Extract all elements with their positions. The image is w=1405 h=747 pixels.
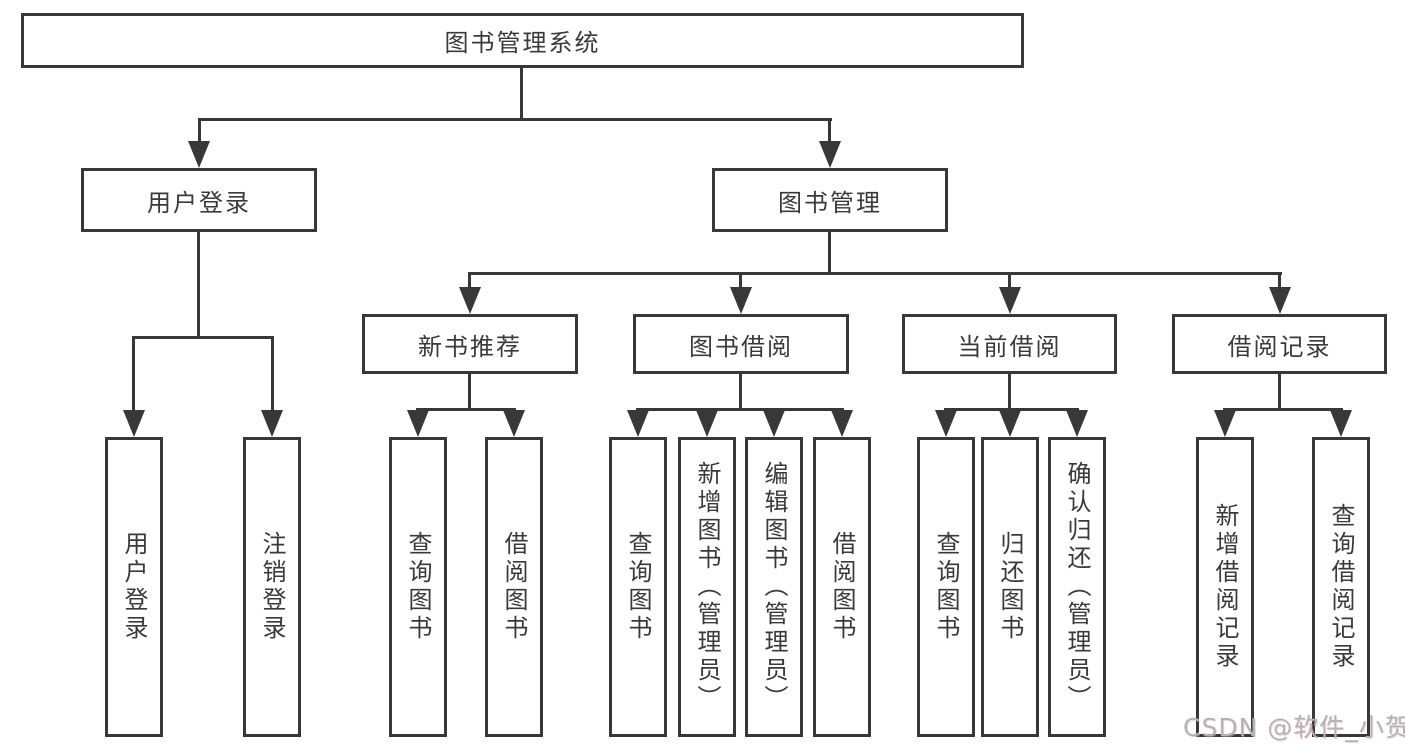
- connector-book-borrow-split: [636, 408, 844, 411]
- connector-borrow-records-split: [1223, 408, 1343, 411]
- leaf-borrow-add-books-admin-label: 新增图书（管理员）: [693, 461, 721, 713]
- arrowhead-book-borrow-leaf-1: [627, 410, 649, 437]
- connector-stub-new-book: [468, 272, 471, 290]
- leaf-user-login-label: 用户登录: [120, 531, 148, 643]
- leaf-records-query-record-label: 查询借阅记录: [1327, 503, 1355, 671]
- leaf-records-add-record-label: 新增借阅记录: [1211, 503, 1239, 671]
- leaf-borrow-query-books: 查询图书: [609, 437, 667, 737]
- connector-book-management-split: [468, 272, 1282, 275]
- arrowhead-user-login: [188, 141, 210, 168]
- leaf-borrow-edit-books-admin-label: 编辑图书（管理员）: [760, 461, 788, 713]
- arrowhead-current-borrow-leaf-2: [999, 410, 1021, 437]
- leaf-current-confirm-return-admin: 确认归还（管理员）: [1048, 437, 1106, 737]
- node-user-login-label: 用户登录: [147, 188, 251, 217]
- arrowhead-current-borrow: [999, 287, 1021, 314]
- leaf-logout-label: 注销登录: [258, 531, 286, 643]
- node-borrow-records-label: 借阅记录: [1227, 332, 1332, 361]
- leaf-current-return-books: 归还图书: [981, 437, 1039, 737]
- leaf-logout: 注销登录: [243, 437, 301, 737]
- leaf-current-return-books-label: 归还图书: [996, 531, 1024, 643]
- leaf-borrow-query-books-label: 查询图书: [624, 531, 652, 643]
- connector-new-book-trunk: [468, 374, 471, 410]
- leaf-borrow-borrow-books-label: 借阅图书: [828, 531, 856, 643]
- leaf-newbook-query-books: 查询图书: [389, 437, 447, 737]
- connector-stub-current-borrow: [1008, 272, 1011, 290]
- arrowhead-borrow-records-leaf-2: [1330, 410, 1352, 437]
- leaf-records-add-record: 新增借阅记录: [1196, 437, 1254, 737]
- arrowhead-current-borrow-leaf-1: [935, 410, 957, 437]
- arrowhead-book-borrow-leaf-2: [696, 410, 718, 437]
- connector-current-borrow-trunk: [1008, 374, 1011, 410]
- connector-stub-book-management: [828, 118, 831, 144]
- connector-root-trunk: [520, 68, 523, 118]
- node-book-borrow: 图书借阅: [633, 314, 849, 374]
- connector-root-split: [198, 118, 832, 121]
- node-book-management: 图书管理: [712, 168, 948, 232]
- connector-stub-login-leaf-1: [132, 336, 135, 414]
- node-root-label: 图书管理系统: [444, 29, 601, 57]
- node-book-borrow-label: 图书借阅: [689, 332, 793, 361]
- node-current-borrow-label: 当前借阅: [957, 332, 1062, 361]
- leaf-borrow-edit-books-admin: 编辑图书（管理员）: [745, 437, 803, 737]
- node-new-book-recommend: 新书推荐: [362, 314, 578, 374]
- leaf-user-login: 用户登录: [105, 437, 163, 737]
- node-borrow-records: 借阅记录: [1172, 314, 1387, 374]
- node-user-login: 用户登录: [81, 168, 317, 232]
- arrowhead-book-management: [819, 141, 841, 168]
- connector-stub-user-login: [198, 118, 201, 144]
- arrowhead-login-leaf-2: [261, 410, 283, 437]
- arrowhead-new-book-leaf-2: [503, 410, 525, 437]
- node-new-book-recommend-label: 新书推荐: [418, 332, 522, 361]
- leaf-newbook-borrow-books: 借阅图书: [485, 437, 543, 737]
- connector-user-login-trunk: [197, 232, 200, 338]
- node-current-borrow: 当前借阅: [902, 314, 1117, 374]
- arrowhead-borrow-records-leaf-1: [1214, 410, 1236, 437]
- arrowhead-book-borrow: [730, 287, 752, 314]
- connector-stub-borrow-records: [1278, 272, 1281, 290]
- node-root: 图书管理系统: [21, 13, 1024, 68]
- connector-current-borrow-split: [944, 408, 1079, 411]
- leaf-current-query-books-label: 查询图书: [932, 531, 960, 643]
- connector-borrow-records-trunk: [1278, 374, 1281, 410]
- arrowhead-book-borrow-leaf-4: [831, 410, 853, 437]
- leaf-records-query-record: 查询借阅记录: [1312, 437, 1370, 737]
- node-book-management-label: 图书管理: [778, 188, 882, 217]
- connector-stub-book-borrow: [739, 272, 742, 290]
- arrowhead-current-borrow-leaf-3: [1066, 410, 1088, 437]
- leaf-borrow-add-books-admin: 新增图书（管理员）: [678, 437, 736, 737]
- arrowhead-borrow-records: [1269, 287, 1291, 314]
- leaf-borrow-borrow-books: 借阅图书: [813, 437, 871, 737]
- connector-book-management-trunk: [828, 232, 831, 274]
- leaf-current-confirm-return-admin-label: 确认归还（管理员）: [1063, 461, 1091, 713]
- leaf-current-query-books: 查询图书: [917, 437, 975, 737]
- connector-new-book-split: [416, 408, 516, 411]
- arrowhead-login-leaf-1: [123, 410, 145, 437]
- connector-user-login-split: [132, 336, 274, 339]
- leaf-newbook-query-books-label: 查询图书: [404, 531, 432, 643]
- connector-stub-login-leaf-2: [271, 336, 274, 414]
- leaf-newbook-borrow-books-label: 借阅图书: [500, 531, 528, 643]
- arrowhead-book-borrow-leaf-3: [763, 410, 785, 437]
- csdn-watermark: CSDN @软件_小贺同学: [1183, 713, 1405, 742]
- arrowhead-new-book-leaf-1: [407, 410, 429, 437]
- connector-book-borrow-trunk: [739, 374, 742, 410]
- arrowhead-new-book: [459, 287, 481, 314]
